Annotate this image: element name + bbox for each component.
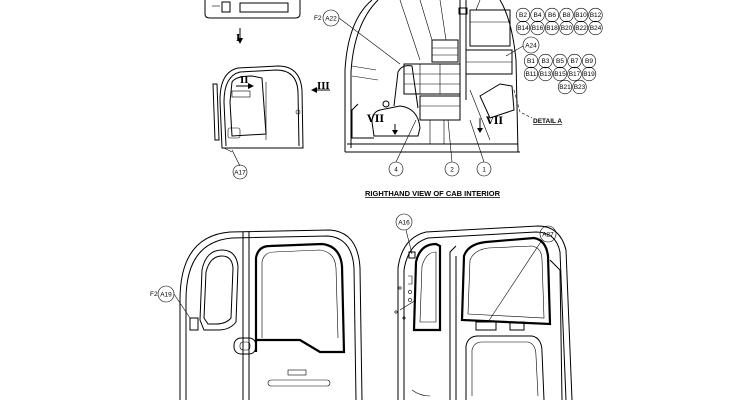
b-callout-circle <box>559 7 574 23</box>
b-callout-circle <box>573 7 589 23</box>
view-marker-vii-right: VII <box>485 116 503 127</box>
svg-text:A16: A16 <box>398 220 410 227</box>
detail-a-leader: DETAIL A <box>513 89 562 125</box>
svg-text:F2: F2 <box>314 15 322 22</box>
b-callout-label: B18 <box>546 25 558 32</box>
b-callout-label: B23 <box>574 84 586 91</box>
b-callout-circle <box>573 20 589 36</box>
b-callout-circle <box>581 66 597 82</box>
callout-1: 1 <box>469 119 492 177</box>
callout-a24: A24 <box>505 36 540 57</box>
svg-text:1: 1 <box>482 167 486 174</box>
cab-door-view-large <box>179 229 363 400</box>
callout-a22: F2 A22 <box>314 9 401 65</box>
view-marker-vii-left: VII <box>366 114 384 125</box>
b-callout-circle <box>588 20 603 36</box>
b-callout-circle <box>523 53 539 69</box>
b-callout-label: B1 <box>527 58 535 65</box>
b-callout-circle <box>559 20 574 36</box>
b-callout-circle <box>552 53 568 69</box>
b-callout-circle <box>538 53 553 69</box>
svg-text:A17: A17 <box>234 170 246 177</box>
b-callout-circle <box>538 66 553 82</box>
svg-text:4: 4 <box>394 167 398 174</box>
svg-text:F2: F2 <box>150 291 158 298</box>
callout-a27: A27 <box>487 225 557 323</box>
b-callout-label: B24 <box>590 25 602 32</box>
svg-text:A27: A27 <box>542 232 554 239</box>
view-marker-i: I <box>236 34 240 44</box>
b-callout-label: B16 <box>532 25 544 32</box>
b-callout-label: B5 <box>556 58 564 65</box>
b-callout-label: B8 <box>563 12 571 19</box>
view-marker-ii: II <box>240 76 248 86</box>
b-callout-label: B19 <box>583 71 595 78</box>
cab-side-view-small: II III <box>212 65 330 153</box>
b-callout-label: B7 <box>571 58 579 65</box>
b-callout-circle <box>544 20 560 36</box>
svg-text:2: 2 <box>450 167 454 174</box>
b-callout-circle <box>523 66 539 82</box>
b-callout-label: B2 <box>519 12 527 19</box>
b-callout-circle <box>557 79 573 95</box>
b-callout-circle <box>581 53 597 69</box>
callout-a17: A17 <box>231 149 248 180</box>
b-callout-circle <box>567 53 582 69</box>
callout-2: 2 <box>444 119 460 177</box>
svg-text:A24: A24 <box>525 43 537 50</box>
callout-a19: F2 A19 <box>150 285 191 319</box>
svg-text:A19: A19 <box>160 292 172 299</box>
righthand-view-caption: RIGHTHAND VIEW OF CAB INTERIOR <box>365 189 501 198</box>
cab-interior-view: VII VII <box>344 0 520 153</box>
b-callout-circle <box>530 7 545 23</box>
detail-a-label: DETAIL A <box>533 118 562 125</box>
b-callout-label: B11 <box>525 71 536 78</box>
b-callout-circle <box>552 66 568 82</box>
b-callout-label: B4 <box>534 12 542 19</box>
b-callout-label: B20 <box>561 25 573 32</box>
b-callout-label: B6 <box>548 12 556 19</box>
top-view-fragment: I <box>204 0 301 44</box>
b-callout-circle <box>572 79 587 95</box>
b-callout-circle <box>588 7 603 23</box>
b-callout-label: B21 <box>559 84 571 91</box>
b-callout-label: B12 <box>590 12 602 19</box>
b-callout-label: B17 <box>569 71 581 78</box>
svg-text:A22: A22 <box>325 16 337 23</box>
b-callout-label: B15 <box>554 71 566 78</box>
b-callout-circle <box>530 20 545 36</box>
view-marker-iii: III <box>317 82 330 92</box>
callout-a16: A16 <box>395 213 416 259</box>
b-callout-label: B22 <box>575 25 587 32</box>
b-callout-circle <box>515 7 531 23</box>
cab-interior-rear-view <box>394 225 573 400</box>
b-callout-label: B10 <box>575 12 587 19</box>
b-callout-label: B13 <box>540 71 552 78</box>
b-callout-circle <box>544 7 560 23</box>
b-callout-label: B3 <box>542 58 550 65</box>
b-callout-circle <box>567 66 582 82</box>
callout-4: 4 <box>388 119 417 177</box>
b-callout-circle <box>515 20 531 36</box>
b-callout-label: B9 <box>585 58 593 65</box>
b-callout-label: B14 <box>517 25 529 32</box>
